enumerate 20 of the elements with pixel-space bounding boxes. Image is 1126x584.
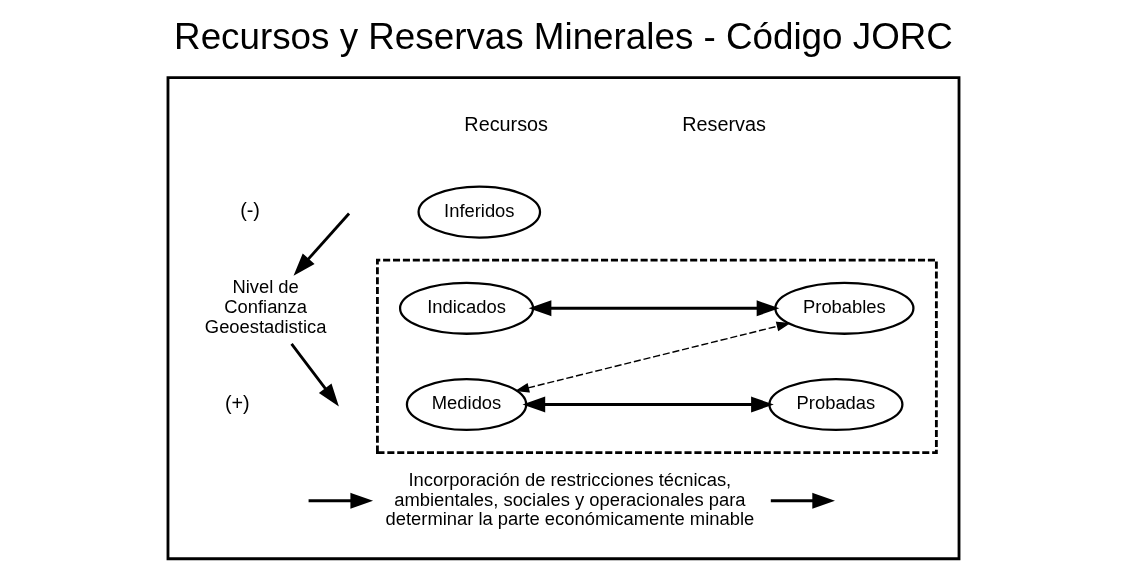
cluster — [166, 76, 960, 561]
node-text: Incorporación de restricciones técnicas, ambientales, sociales y operacionales para determinar la parte económicamente minable — [385, 468, 754, 530]
label: Reservas — [681, 112, 766, 135]
arrow — [293, 212, 350, 276]
node-text: Nivel de Confianza Geoestadistica — [204, 276, 326, 337]
label: Recursos — [463, 112, 548, 135]
arrow — [528, 300, 779, 317]
node-ellipse: Probadas — [767, 377, 904, 432]
arrow — [289, 343, 339, 407]
node-ellipse: Indicados — [398, 281, 534, 335]
arrow — [522, 396, 774, 413]
node-ellipse: Inferidos — [416, 185, 541, 239]
arrow — [308, 492, 373, 509]
label: (-) — [239, 199, 260, 222]
arrow — [770, 492, 835, 509]
cluster — [375, 258, 938, 455]
label: (+) — [224, 391, 250, 414]
diagram-title: Recursos y Reservas Minerales - Código JORC — [173, 16, 953, 58]
node-ellipse: Medidos — [405, 377, 527, 432]
arrow — [514, 321, 791, 393]
